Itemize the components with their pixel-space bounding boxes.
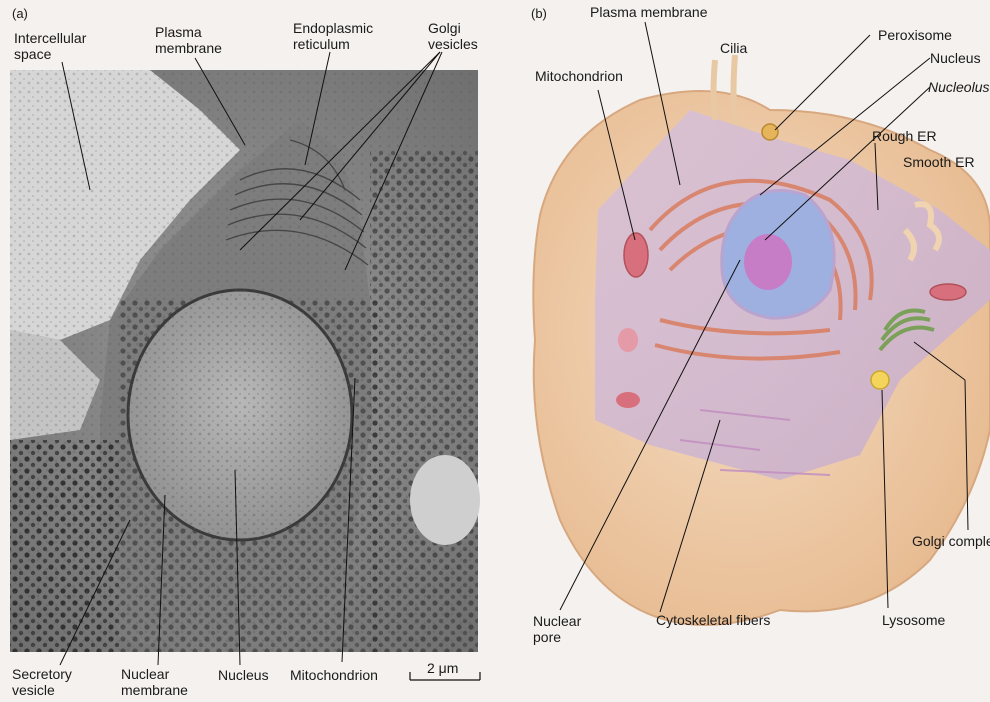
label-nucleus-b: Nucleus	[930, 50, 981, 66]
label-lysosome: Lysosome	[882, 612, 945, 628]
label-intercellular-space: Intercellular space	[14, 30, 86, 62]
label-plasma-membrane-b: Plasma membrane	[590, 4, 708, 20]
label-nucleolus: Nucleolus	[928, 79, 989, 95]
label-nucleus-a: Nucleus	[218, 667, 269, 683]
micrograph	[10, 70, 480, 652]
label-peroxisome: Peroxisome	[878, 27, 952, 43]
panel-b-tag: (b)	[531, 6, 547, 22]
label-smooth-er: Smooth ER	[903, 154, 975, 170]
label-secretory-vesicle: Secretory vesicle	[12, 666, 72, 698]
label-mitochondrion-b: Mitochondrion	[535, 68, 623, 84]
label-golgi-complex: Golgi complex	[912, 533, 990, 549]
label-plasma-membrane-a: Plasma membrane	[155, 24, 222, 56]
label-cytoskeletal-fibers: Cytoskeletal fibers	[656, 612, 770, 628]
label-cilia: Cilia	[720, 40, 747, 56]
label-golgi-vesicles: Golgi vesicles	[428, 20, 478, 52]
label-nuclear-pore: Nuclear pore	[533, 613, 581, 645]
panel-a-tag: (a)	[12, 6, 28, 22]
scale-bar-label: 2 μm	[427, 660, 458, 676]
label-mitochondrion-a: Mitochondrion	[290, 667, 378, 683]
label-endoplasmic-reticulum: Endoplasmic reticulum	[293, 20, 373, 52]
label-rough-er: Rough ER	[872, 128, 937, 144]
label-nuclear-membrane: Nuclear membrane	[121, 666, 188, 698]
